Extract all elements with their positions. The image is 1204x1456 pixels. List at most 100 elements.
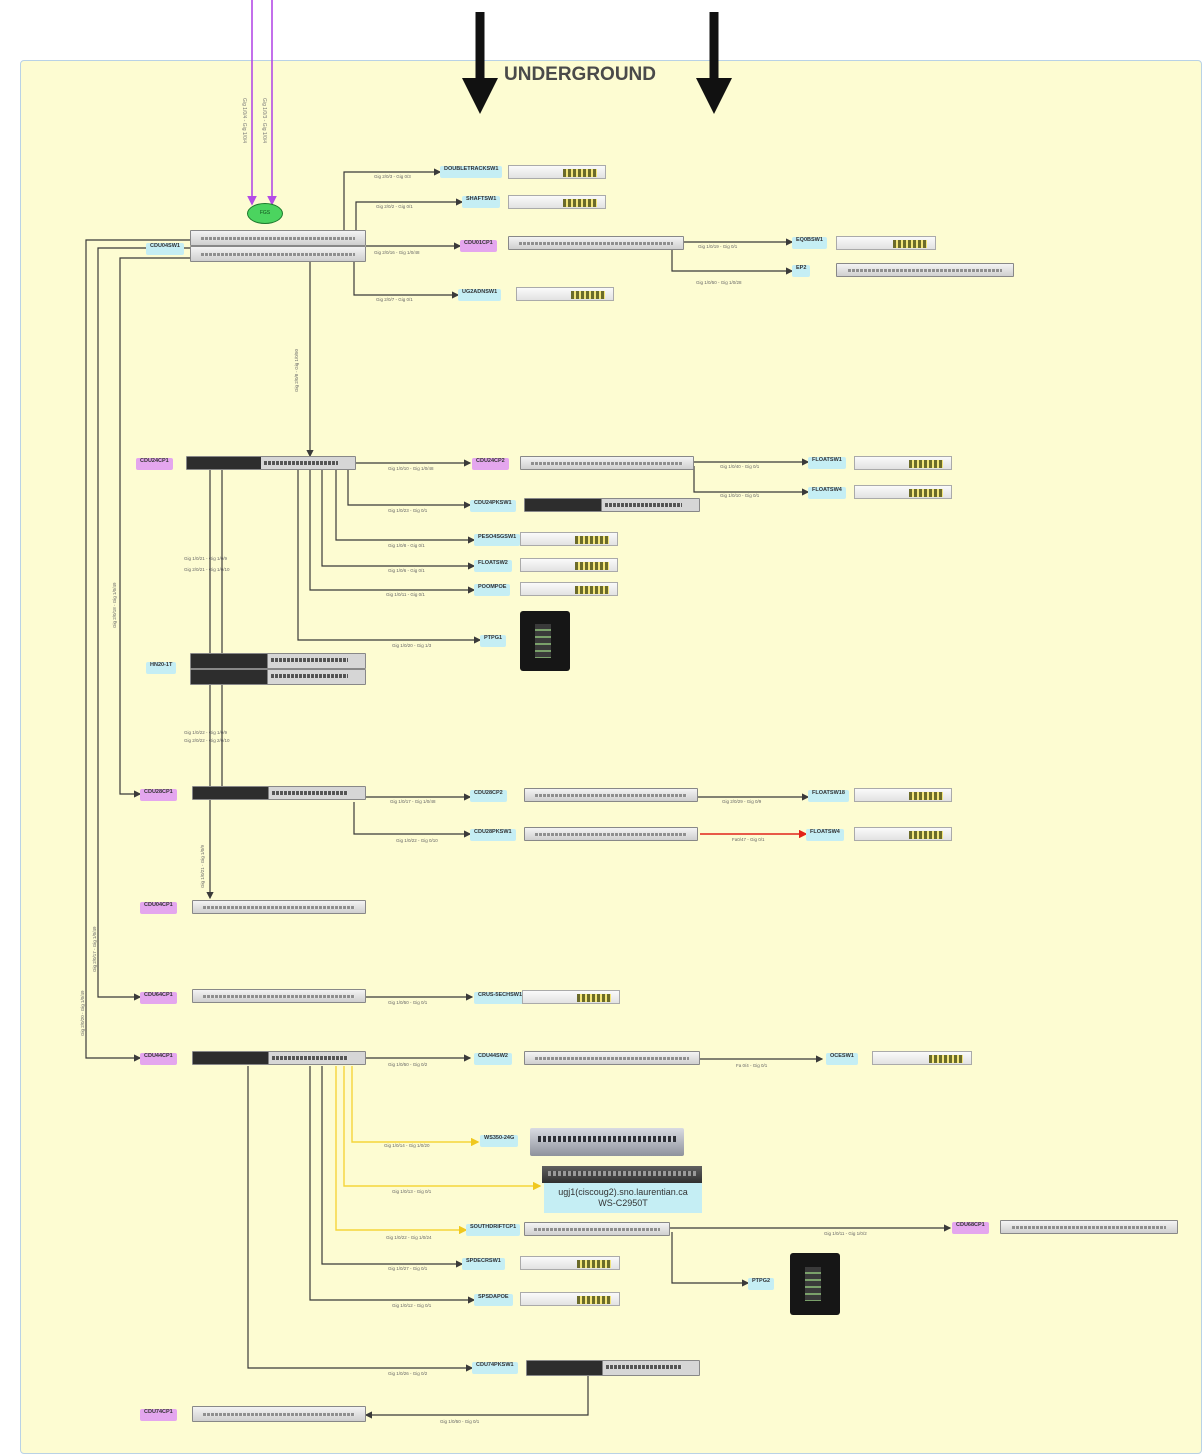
node-label-b2a[interactable]: CDU28CP2: [470, 790, 507, 802]
link-label: Gig 1/0/6 - Gig 0/1: [388, 568, 425, 573]
switch-b5e[interactable]: [520, 1256, 620, 1270]
switch-r3a[interactable]: [836, 236, 936, 250]
switch-b4[interactable]: [192, 989, 366, 1003]
node-label-b5e[interactable]: SPDECRSW1: [462, 1258, 505, 1270]
link-label: Gig 1/0/10 - Gig 1/0/48: [388, 466, 434, 471]
node-label-b1b[interactable]: CDU24PKSW1: [470, 500, 516, 512]
node-label-mid[interactable]: HN20-1T: [146, 662, 177, 674]
switch-root-bottom[interactable]: [190, 246, 366, 262]
switch-b2b[interactable]: [524, 827, 698, 841]
node-label-b1a2[interactable]: FLOATSW4: [808, 487, 846, 499]
industrial-switch-b5d2[interactable]: [790, 1253, 840, 1315]
node-label-r3b[interactable]: EP2: [792, 265, 811, 277]
link-label: Gig 2/0/21 - Gig 1/0/10: [184, 567, 230, 572]
link-label: Gig 2/0/2 - Gig 0/1: [376, 204, 413, 209]
switch-b5b[interactable]: [530, 1128, 684, 1156]
node-label-b5f[interactable]: SPSDAPOE: [474, 1294, 513, 1306]
node-label-b2[interactable]: CDU28CP1: [140, 789, 177, 801]
link-label: Gig 2/0/3 - Gig 0/3: [374, 174, 411, 179]
switch-b5a[interactable]: [524, 1051, 700, 1065]
link-label: Gig 1/0/8 - Gig 0/1: [388, 543, 425, 548]
switch-b5c-hostname: ugj1(ciscoug2).sno.laurentian.ca: [558, 1187, 688, 1197]
switch-b2a1[interactable]: [854, 788, 952, 802]
node-label-b4[interactable]: CDU64CP1: [140, 992, 177, 1004]
node-label-b3[interactable]: CDU04CP1: [140, 902, 177, 914]
node-label-r4[interactable]: UG2ADNSW1: [458, 289, 502, 301]
switch-b5f[interactable]: [520, 1292, 620, 1306]
switch-b1a2[interactable]: [854, 485, 952, 499]
node-label-b5g[interactable]: CDU74PKSW1: [472, 1362, 518, 1374]
switch-b5g[interactable]: [526, 1360, 700, 1376]
switch-root-top[interactable]: [190, 230, 366, 246]
switch-b5d1[interactable]: [1000, 1220, 1178, 1234]
link-label: Gig 2/0/20 - Gig 1/0/49: [80, 990, 85, 1036]
link-label: Gig 2/0/22 - Gig 2/0/10: [184, 738, 230, 743]
switch-r1[interactable]: [508, 165, 606, 179]
node-label-b5a[interactable]: CDU44SW2: [474, 1053, 512, 1065]
link-label: Gig 2/0/8 - Gig 1/0/50: [294, 348, 299, 392]
node-label-b1c[interactable]: PESO4SGSW1: [474, 534, 521, 546]
link-label: Gig 1/0/11 - Gig 1/0/2: [824, 1231, 867, 1236]
switch-b6[interactable]: [192, 1406, 366, 1422]
switch-b1c[interactable]: [520, 532, 618, 546]
node-label-b1a[interactable]: CDU24CP2: [472, 458, 509, 470]
switch-b2[interactable]: [192, 786, 366, 800]
switch-b1[interactable]: [186, 456, 356, 470]
switch-b1a[interactable]: [520, 456, 694, 470]
link-label: Gig 1/0/14 - Gig 1/0/20: [384, 1143, 430, 1148]
firewall-node[interactable]: FGS: [247, 203, 283, 224]
switch-mid-bottom[interactable]: [190, 669, 366, 685]
node-label-b5a1[interactable]: OCESW1: [826, 1053, 858, 1065]
node-label-b1e[interactable]: POOMPOE: [474, 584, 511, 596]
node-label-b5[interactable]: CDU44CP1: [140, 1053, 177, 1065]
node-label-b1[interactable]: CDU24CP1: [136, 458, 173, 470]
link-label: Gig 1/0/23 - Gig 0/1: [388, 508, 428, 513]
node-label-r3a[interactable]: EQ0BSW1: [792, 237, 827, 249]
switch-b1b[interactable]: [524, 498, 700, 512]
switch-r4[interactable]: [516, 287, 614, 301]
switch-b3[interactable]: [192, 900, 366, 914]
link-label: Gig 2/0/18 - Gig 1/0/49: [112, 582, 117, 628]
link-label: Gig 1/0/50 - Gig 0/1: [440, 1419, 480, 1424]
node-label-b5d[interactable]: SOUTHDRIFTCP1: [466, 1224, 521, 1236]
node-label-root[interactable]: CDU04SW1: [146, 243, 184, 255]
switch-b5d[interactable]: [524, 1222, 670, 1236]
node-label-b5b[interactable]: WS350-24G: [480, 1135, 519, 1147]
switch-r3b[interactable]: [836, 263, 1014, 277]
switch-r2[interactable]: [508, 195, 606, 209]
node-label-b2b1[interactable]: FLOATSW4: [806, 829, 844, 841]
switch-b1e[interactable]: [520, 582, 618, 596]
node-label-b5d2[interactable]: PTPG2: [748, 1278, 775, 1290]
switch-mid-top[interactable]: [190, 653, 366, 669]
switch-b2b1[interactable]: [854, 827, 952, 841]
node-label-b2a1[interactable]: FLOATSW18: [808, 790, 849, 802]
switch-b4a[interactable]: [522, 990, 620, 1004]
link-label: Gig 1/0/10 - Gig 0/1: [720, 493, 760, 498]
switch-b5a1[interactable]: [872, 1051, 972, 1065]
switch-b1d[interactable]: [520, 558, 618, 572]
switch-b2a[interactable]: [524, 788, 698, 802]
link-label: Gig 1/0/27 - Gig 0/1: [388, 1266, 428, 1271]
diagram-title: UNDERGROUND: [504, 64, 656, 85]
node-label-b1d[interactable]: FLOATSW2: [474, 560, 512, 572]
node-label-b2b[interactable]: CDU28PKSW1: [470, 829, 516, 841]
node-label-b1a1[interactable]: FLOATSW1: [808, 457, 846, 469]
node-label-b5d1[interactable]: CDU68CP1: [952, 1222, 989, 1234]
node-label-b6[interactable]: CDU74CP1: [140, 1409, 177, 1421]
node-label-b1f[interactable]: PTPG1: [480, 635, 507, 647]
link-label: Gig 1/0/21 - Gig 1/0/9: [200, 844, 205, 888]
switch-b5[interactable]: [192, 1051, 366, 1065]
link-label: Gig 1/0/19 - Gig 0/1: [698, 244, 738, 249]
switch-r3[interactable]: [508, 236, 684, 250]
node-label-r2[interactable]: SHAFTSW1: [462, 196, 501, 208]
switch-b5c[interactable]: [542, 1166, 702, 1183]
node-label-r1[interactable]: DOUBLETRACKSW1: [440, 166, 503, 178]
link-label: Gig 2/0/29 - Gig 0/9: [722, 799, 762, 804]
industrial-switch-b1f[interactable]: [520, 611, 570, 671]
link-label: Gig 1/0/20 - Gig 1/3: [392, 643, 432, 648]
switch-b5c-caption: ugj1(ciscoug2).sno.laurentian.ca WS-C295…: [544, 1183, 702, 1213]
node-label-b4a[interactable]: CRUS-5ECHSW1: [474, 992, 527, 1004]
switch-b1a1[interactable]: [854, 456, 952, 470]
node-label-r3[interactable]: CDU01CP1: [460, 240, 497, 252]
